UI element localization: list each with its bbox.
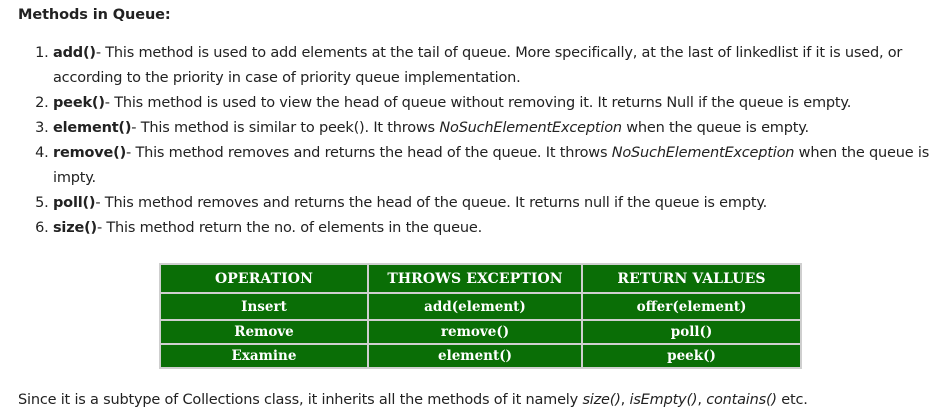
method-description: - This method removes and returns the he… — [126, 145, 612, 161]
list-item: add()- This method is used to add elemen… — [53, 41, 945, 91]
method-name: peek() — [53, 95, 105, 111]
table-row: Insert add(element) offer(element) — [161, 294, 800, 319]
method-description-end: when the queue is impty. — [53, 145, 930, 186]
exception-name: NoSuchElementException — [439, 120, 622, 136]
footer-text: Since it is a subtype of Collections cla… — [18, 392, 583, 408]
table-row: Examine element() peek() — [161, 345, 800, 367]
footer-separator: , — [620, 392, 630, 408]
method-description: - This method return the no. of elements… — [96, 220, 483, 236]
method-description: - This method removes and returns the he… — [95, 195, 768, 211]
footer-separator: , — [697, 392, 707, 408]
footer-end: etc. — [776, 392, 808, 408]
table-cell-throws: add(element) — [369, 294, 581, 319]
table-cell-returns: offer(element) — [583, 294, 800, 319]
list-item: peek()- This method is used to view the … — [53, 91, 945, 116]
footer-method-contains: contains() — [706, 392, 777, 408]
table-cell-returns: peek() — [583, 345, 800, 367]
table-cell-throws: element() — [369, 345, 581, 367]
column-header-return-values: RETURN VALLUES — [583, 265, 800, 292]
footer-method-size: size() — [582, 392, 621, 408]
list-item: poll()- This method removes and returns … — [53, 191, 945, 216]
method-name: add() — [53, 45, 96, 61]
exception-name: NoSuchElementException — [611, 145, 795, 161]
section-heading: Methods in Queue: — [18, 7, 171, 23]
table-cell-operation: Remove — [161, 321, 367, 343]
column-header-operation: OPERATION — [161, 265, 367, 292]
method-name: size() — [53, 220, 97, 236]
footer-paragraph: Since it is a subtype of Collections cla… — [18, 392, 808, 408]
list-item: size()- This method return the no. of el… — [53, 216, 945, 241]
operations-table: OPERATION THROWS EXCEPTION RETURN VALLUE… — [159, 263, 802, 369]
table-cell-operation: Insert — [161, 294, 367, 319]
method-description: - This method is used to add elements at… — [53, 45, 903, 86]
table-cell-operation: Examine — [161, 345, 367, 367]
table-header-row: OPERATION THROWS EXCEPTION RETURN VALLUE… — [161, 265, 800, 292]
method-name: element() — [53, 120, 132, 136]
methods-list: add()- This method is used to add elemen… — [18, 41, 945, 241]
list-item: remove()- This method removes and return… — [53, 141, 945, 191]
table-row: Remove remove() poll() — [161, 321, 800, 343]
column-header-throws-exception: THROWS EXCEPTION — [369, 265, 581, 292]
table-cell-returns: poll() — [583, 321, 800, 343]
footer-method-isempty: isEmpty() — [629, 392, 698, 408]
method-name: poll() — [53, 195, 96, 211]
method-description: - This method is used to view the head o… — [104, 95, 852, 111]
list-item: element()- This method is similar to pee… — [53, 116, 945, 141]
table-cell-throws: remove() — [369, 321, 581, 343]
method-name: remove() — [53, 145, 126, 161]
method-description: - This method is similar to peek(). It t… — [131, 120, 440, 136]
method-description-end: when the queue is empty. — [621, 120, 809, 136]
